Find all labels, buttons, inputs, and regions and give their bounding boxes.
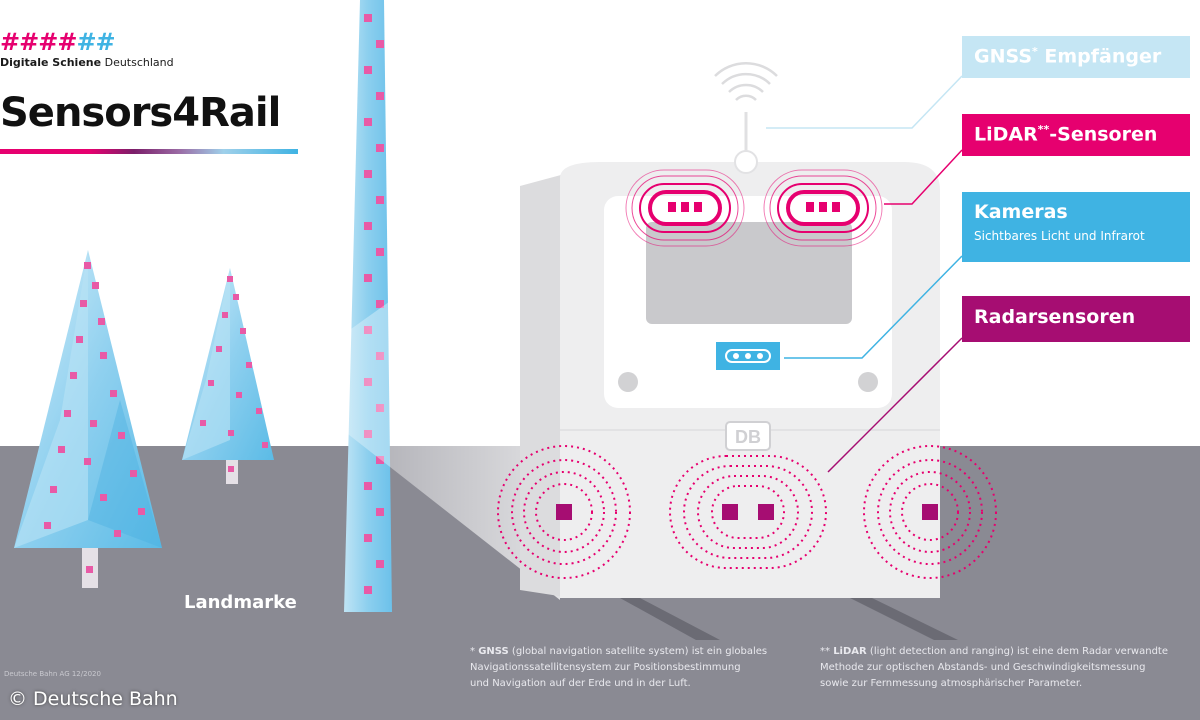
tree-left-markers <box>44 262 145 573</box>
callout-gnss: GNSS* Empfänger <box>962 36 1190 78</box>
connector-gnss <box>766 75 963 129</box>
db-logo: DB <box>735 427 761 447</box>
sensor-beam <box>330 180 560 600</box>
radar-units <box>556 504 938 520</box>
connector-lidar <box>884 149 963 205</box>
callout-cameras: Kameras Sichtbares Licht und Infrarot <box>962 192 1190 262</box>
callout-radar: Radarsensoren <box>962 296 1190 342</box>
tree-left <box>14 250 162 588</box>
footnote-gnss: * GNSS (global navigation satellite syst… <box>470 646 768 689</box>
rails <box>620 598 958 640</box>
gnss-signal-icon <box>714 62 778 101</box>
db-logo-box <box>725 421 771 451</box>
title-underline <box>0 149 298 154</box>
train-side <box>520 172 572 598</box>
tree-right <box>182 268 274 484</box>
gnss-antenna <box>714 62 778 174</box>
camera-sensor <box>716 342 780 370</box>
connector-camera <box>784 255 963 359</box>
footnote-lidar: ** LiDAR (light detection and ranging) i… <box>820 646 1168 689</box>
brand-hash-logo: ###### <box>0 28 116 56</box>
lidar-sensors <box>625 169 883 247</box>
callout-lidar: LiDAR**-Sensoren <box>962 114 1190 156</box>
landmark-label: Landmarke <box>184 592 297 613</box>
connector-radar <box>827 337 963 473</box>
brand-name: Digitale Schiene Deutschland <box>0 56 174 69</box>
small-credit: Deutsche Bahn AG 12/2020 <box>4 670 101 678</box>
connector-lines <box>766 75 963 473</box>
project-title: Sensors4Rail <box>0 90 281 136</box>
radar-sensors <box>497 445 997 579</box>
tree-right-markers <box>200 276 268 472</box>
train: DB <box>560 162 940 598</box>
lidar-lenses <box>668 202 840 212</box>
copyright-notice: © Deutsche Bahn <box>8 688 178 710</box>
